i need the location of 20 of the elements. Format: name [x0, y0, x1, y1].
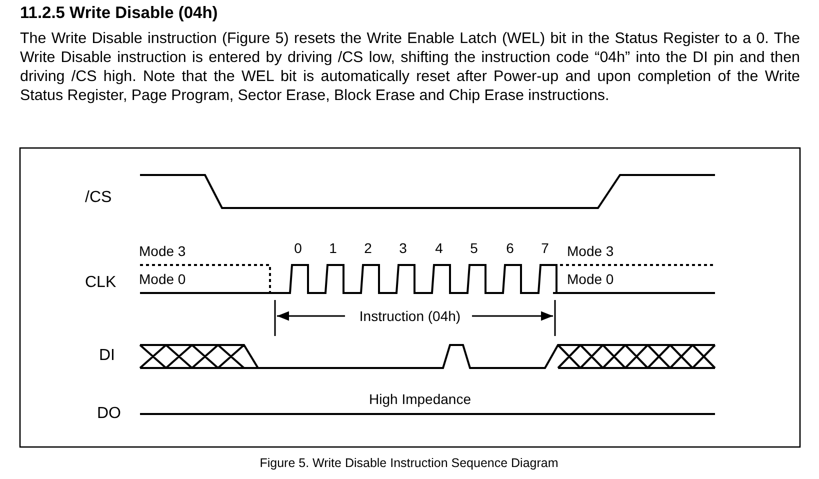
bit-number: 3: [399, 240, 407, 256]
signal-label: DO: [97, 405, 121, 423]
mode-label: Mode 3: [139, 243, 186, 259]
body-paragraph: The Write Disable instruction (Figure 5) resets the Write Enable Latch (WEL) bit in the Status Register to a 0. The Write Disable instruction is entered by driving /CS low, shifting the instruction code “04h” into the DI pin and then driving /CS high. Note that the WEL bit is automatically reset after Power-up and upon completion of the Write Status Register, Page Program, Sector Erase, Block Erase and Chip Erase instructions.: [20, 29, 800, 105]
section-heading: 11.2.5 Write Disable (04h): [20, 4, 218, 23]
signal-label: CLK: [85, 274, 116, 292]
figure-caption: Figure 5. Write Disable Instruction Sequence Diagram: [260, 456, 558, 470]
bit-number: 1: [329, 240, 337, 256]
mode-label: Mode 0: [567, 271, 614, 287]
bit-number: 7: [541, 240, 549, 256]
bit-number: 4: [435, 240, 443, 256]
mode-label: Mode 0: [139, 271, 186, 287]
signal-label: DI: [99, 347, 115, 365]
bit-number: 5: [470, 240, 478, 256]
bit-number: 2: [364, 240, 372, 256]
signal-label: /CS: [85, 189, 112, 207]
state-label: High Impedance: [369, 391, 471, 407]
bit-number: 0: [294, 240, 302, 256]
bit-number: 6: [506, 240, 514, 256]
mode-label: Mode 3: [567, 243, 614, 259]
